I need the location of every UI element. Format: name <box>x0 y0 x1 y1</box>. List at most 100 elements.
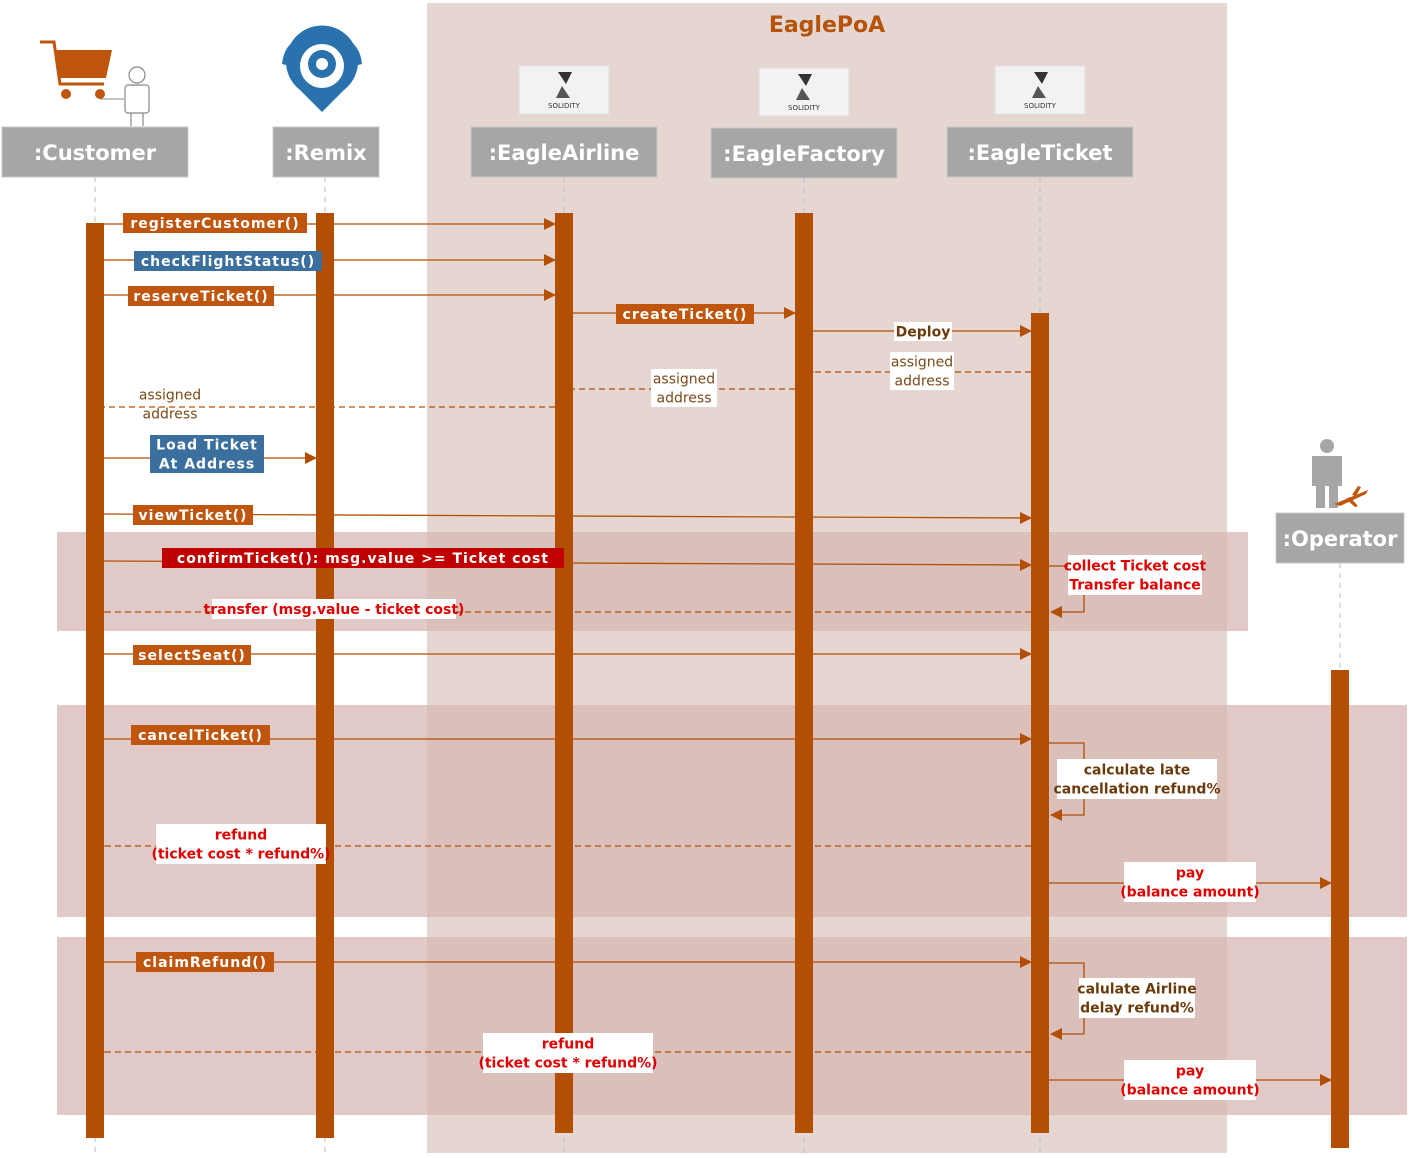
participant-label: :EagleAirline <box>489 141 640 165</box>
activation-remix <box>316 213 334 1138</box>
message-label-box <box>1124 1060 1256 1100</box>
message-reserveTicket: reserveTicket() <box>104 286 556 306</box>
participant-remix: :Remix <box>272 126 380 178</box>
activation-customer <box>86 223 104 1138</box>
message-registerCustomer: registerCustomer() <box>104 213 556 233</box>
message-label: Deploy <box>896 325 951 341</box>
message-transfer: transfer (msg.value - ticket cost) <box>104 599 1031 619</box>
person-airplane-icon <box>1312 439 1368 508</box>
message-claimRefund: claimRefund() <box>104 952 1032 972</box>
message-assigned3: assigned address <box>104 388 555 423</box>
message-label: pay <box>1176 866 1204 882</box>
activations <box>86 213 1349 1148</box>
message-arrow <box>103 511 1032 524</box>
participant-factory: :EagleFactory <box>710 127 898 179</box>
messages: registerCustomer() checkFlightStatus() res… <box>103 213 1332 1100</box>
system-title: EaglePoA <box>769 13 885 38</box>
message-label-box <box>890 352 954 390</box>
shopping-cart-user-icon <box>40 40 150 126</box>
solidity-logo-text: SOLIDITY <box>548 102 581 110</box>
message-label-box <box>133 645 251 665</box>
message-delayRefund: calulate Airline delay refund% <box>1049 962 1197 1040</box>
message-label: (ticket cost * refund%) <box>151 847 330 863</box>
message-label-box <box>1124 862 1256 902</box>
participant-customer: :Customer <box>1 126 189 178</box>
participant-label: :Operator <box>1283 527 1399 551</box>
message-label: calculate late <box>1084 763 1191 779</box>
message-pay2: pay (balance amount) <box>1049 1060 1332 1100</box>
activation-factory <box>795 213 813 1133</box>
solidity-logo-icon: SOLIDITY <box>994 65 1086 115</box>
solidity-logos: SOLIDITY SOLIDITY SOLIDITY <box>518 65 1086 117</box>
message-cancelTicket: cancelTicket() <box>104 725 1032 745</box>
message-label: selectSeat() <box>138 648 246 664</box>
remix-logo-icon <box>282 25 362 112</box>
message-label-box <box>651 369 717 407</box>
message-label-box <box>162 548 564 568</box>
solidity-logo-text: SOLIDITY <box>788 104 821 112</box>
message-label-box <box>616 304 754 324</box>
message-label-box <box>1057 759 1217 799</box>
message-label: (balance amount) <box>1120 1083 1259 1099</box>
message-label-box <box>212 599 456 619</box>
message-label: Load Ticket <box>156 438 258 454</box>
message-label: viewTicket() <box>139 508 248 524</box>
message-label: reserveTicket() <box>133 289 268 305</box>
message-label: assigned <box>891 355 953 371</box>
participant-operator: :Operator <box>1275 512 1405 564</box>
message-refund1: refund (ticket cost * refund%) <box>104 824 1031 864</box>
message-label-box <box>123 213 307 233</box>
message-confirmTicket: confirmTicket(): msg.value >= Ticket cos… <box>103 548 1032 571</box>
message-label: refund <box>215 828 267 844</box>
participant-airline: :EagleAirline <box>470 126 658 178</box>
message-label: createTicket() <box>623 307 748 323</box>
message-label: address <box>142 407 197 423</box>
participant-label: :Remix <box>285 141 367 165</box>
message-deploy: Deploy <box>813 322 1032 341</box>
message-label: assigned <box>653 372 715 388</box>
message-label: cancelTicket() <box>138 728 263 744</box>
activation-airline <box>555 213 573 1133</box>
message-label-box <box>131 725 270 745</box>
message-label-box <box>136 952 274 972</box>
message-loadTicket: Load Ticket At Address <box>104 435 317 473</box>
message-label: address <box>656 391 711 407</box>
message-viewTicket: viewTicket() <box>103 505 1032 525</box>
message-label: collect Ticket cost <box>1064 559 1207 575</box>
message-label-box <box>156 824 326 864</box>
participant-label: :EagleTicket <box>967 141 1112 165</box>
message-pay1: pay (balance amount) <box>1049 862 1332 902</box>
participant-label: :Customer <box>34 141 157 165</box>
activation-operator <box>1331 670 1349 1148</box>
message-label: At Address <box>159 457 255 473</box>
message-label: refund <box>542 1037 594 1053</box>
message-createTicket: createTicket() <box>573 304 796 324</box>
message-label: transfer (msg.value - ticket cost) <box>204 602 465 618</box>
message-label: address <box>894 374 949 390</box>
message-assigned1: assigned address <box>813 352 1031 390</box>
message-label: (balance amount) <box>1120 885 1259 901</box>
message-label-box <box>133 505 253 525</box>
message-label: claimRefund() <box>143 955 267 971</box>
message-label: pay <box>1176 1064 1204 1080</box>
message-label: checkFlightStatus() <box>141 254 315 270</box>
message-label-box <box>1068 555 1202 595</box>
message-label: Transfer balance <box>1069 578 1201 594</box>
solidity-logo-text: SOLIDITY <box>1024 102 1057 110</box>
message-lateRefund: calculate late cancellation refund% <box>1049 742 1221 821</box>
solidity-logo-icon: SOLIDITY <box>518 65 610 115</box>
message-label-box <box>1079 978 1195 1018</box>
message-label: cancellation refund% <box>1054 782 1221 798</box>
message-label-box <box>150 435 264 473</box>
message-label: assigned <box>139 388 201 404</box>
message-checkFlightStatus: checkFlightStatus() <box>104 251 556 271</box>
message-selectSeat: selectSeat() <box>104 645 1032 665</box>
solidity-logo-icon: SOLIDITY <box>758 67 850 117</box>
activation-ticket <box>1031 313 1049 1133</box>
message-label: calulate Airline <box>1077 982 1196 998</box>
message-label: delay refund% <box>1080 1001 1194 1017</box>
participant-headers: :Customer :Remix :EagleAirline :EagleFactor… <box>1 126 1405 564</box>
message-assigned2: assigned address <box>573 369 795 407</box>
message-label: registerCustomer() <box>130 216 299 232</box>
